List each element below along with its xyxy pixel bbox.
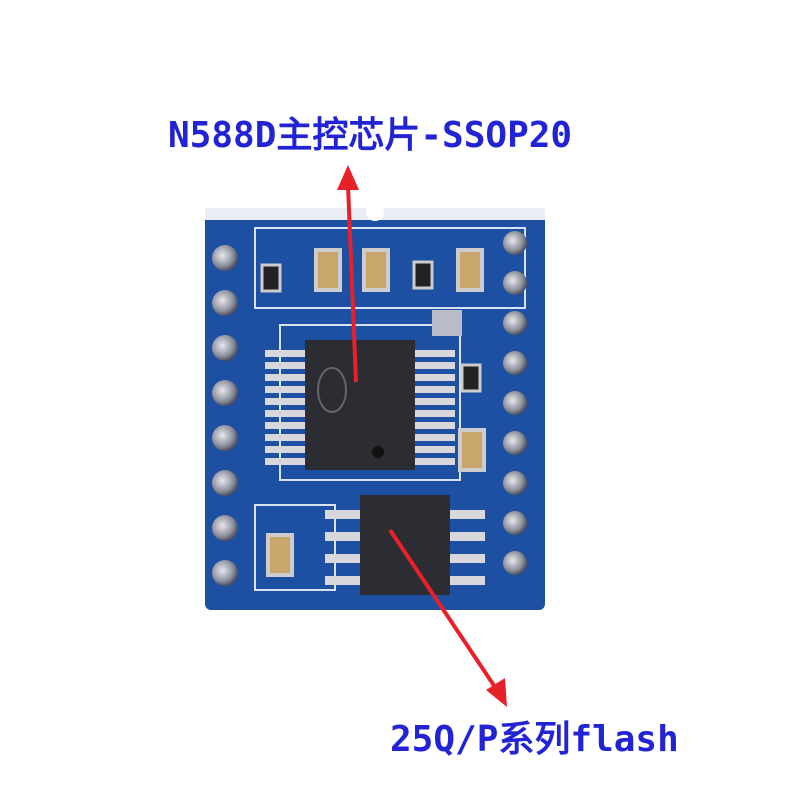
chip-lead	[325, 510, 360, 519]
chip-lead	[265, 446, 305, 453]
chip-lead	[265, 374, 305, 381]
flash-chip	[325, 495, 485, 595]
header-pin	[503, 511, 527, 535]
chip-lead	[415, 350, 455, 357]
chip-lead	[415, 386, 455, 393]
chip-lead	[265, 434, 305, 441]
header-pin	[503, 351, 527, 375]
header-pin	[212, 470, 238, 496]
chip-lead	[415, 374, 455, 381]
header-pin	[503, 431, 527, 455]
chip-lead	[265, 458, 305, 465]
right-header-pins	[503, 231, 527, 575]
chip-lead	[415, 362, 455, 369]
header-pin	[503, 391, 527, 415]
arrow-to-main-chip	[337, 165, 359, 383]
chip-lead	[415, 446, 455, 453]
header-pin	[212, 335, 238, 361]
chip-lead	[265, 410, 305, 417]
chip-lead	[265, 422, 305, 429]
chip-lead	[415, 398, 455, 405]
header-pin	[503, 271, 527, 295]
chip-lead	[265, 398, 305, 405]
chip-lead	[415, 422, 455, 429]
header-pin	[212, 560, 238, 586]
header-pin	[212, 245, 238, 271]
chip-lead	[415, 410, 455, 417]
flash-label: 25Q/P系列flash	[390, 719, 679, 760]
header-pin	[503, 231, 527, 255]
chip-lead	[325, 554, 360, 563]
chip-lead	[415, 458, 455, 465]
header-pin	[503, 311, 527, 335]
header-pin	[212, 290, 238, 316]
chip-lead	[325, 576, 360, 585]
header-pin	[212, 515, 238, 541]
chip-lead	[265, 362, 305, 369]
main-chip-ssop20	[265, 340, 455, 470]
chip-lead	[450, 510, 485, 519]
chip-lead	[415, 434, 455, 441]
chip-lead	[265, 386, 305, 393]
chip-lead	[325, 532, 360, 541]
chip-lead	[265, 350, 305, 357]
chip-lead	[450, 576, 485, 585]
main-chip-label: N588D主控芯片-SSOP20	[168, 115, 573, 156]
header-pin	[212, 380, 238, 406]
chip-lead	[450, 532, 485, 541]
header-pin	[503, 551, 527, 575]
header-pin	[212, 425, 238, 451]
left-header-pins	[212, 245, 238, 586]
smd-components	[260, 248, 486, 577]
arrow-to-flash	[388, 528, 507, 707]
header-pin	[503, 471, 527, 495]
chip-lead	[450, 554, 485, 563]
